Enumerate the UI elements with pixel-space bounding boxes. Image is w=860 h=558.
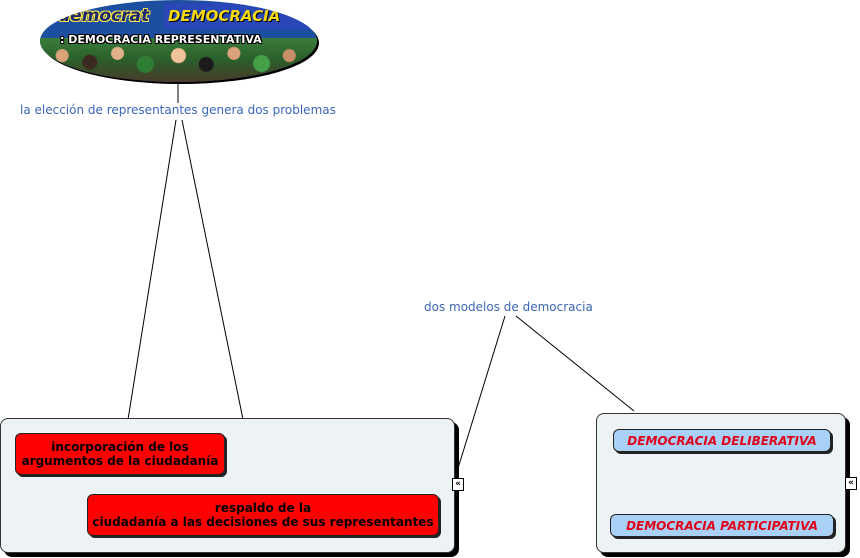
link-label-election[interactable]: la elección de representantes genera dos… (20, 103, 336, 117)
concept-incorporacion-argumentos[interactable]: incorporación de los argumentos de la ci… (15, 433, 225, 475)
concept-democracia-deliberativa[interactable]: DEMOCRACIA DELIBERATIVA (613, 429, 831, 452)
connector-line (515, 315, 635, 412)
collapse-toggle-icon[interactable]: « (845, 477, 857, 490)
concept-democracia-representativa[interactable]: DEMOCRACIA democrat : DEMOCRACIA REPRESE… (40, 0, 317, 82)
crowd-picture (40, 38, 317, 82)
link-label-models[interactable]: dos modelos de democracia (424, 300, 593, 314)
models-group[interactable]: DEMOCRACIA DELIBERATIVA DEMOCRACIA PARTI… (596, 413, 846, 553)
collapse-toggle-icon[interactable]: « (452, 478, 464, 491)
concept-respaldo-ciudadania[interactable]: respaldo de la ciudadanía a las decision… (87, 494, 439, 536)
banner-text-right: DEMOCRACIA (168, 7, 281, 25)
connector-line (125, 119, 177, 433)
banner-flag: DEMOCRACIA (164, 3, 314, 29)
concept-title: : DEMOCRACIA REPRESENTATIVA (60, 33, 262, 46)
connector-line (454, 315, 506, 479)
concept-democracia-participativa[interactable]: DEMOCRACIA PARTICIPATIVA (610, 514, 834, 537)
democracy-rally-image: DEMOCRACIA democrat : DEMOCRACIA REPRESE… (40, 0, 317, 82)
problems-group[interactable]: incorporación de los argumentos de la ci… (0, 418, 455, 553)
banner-text-left: democrat (58, 6, 150, 26)
